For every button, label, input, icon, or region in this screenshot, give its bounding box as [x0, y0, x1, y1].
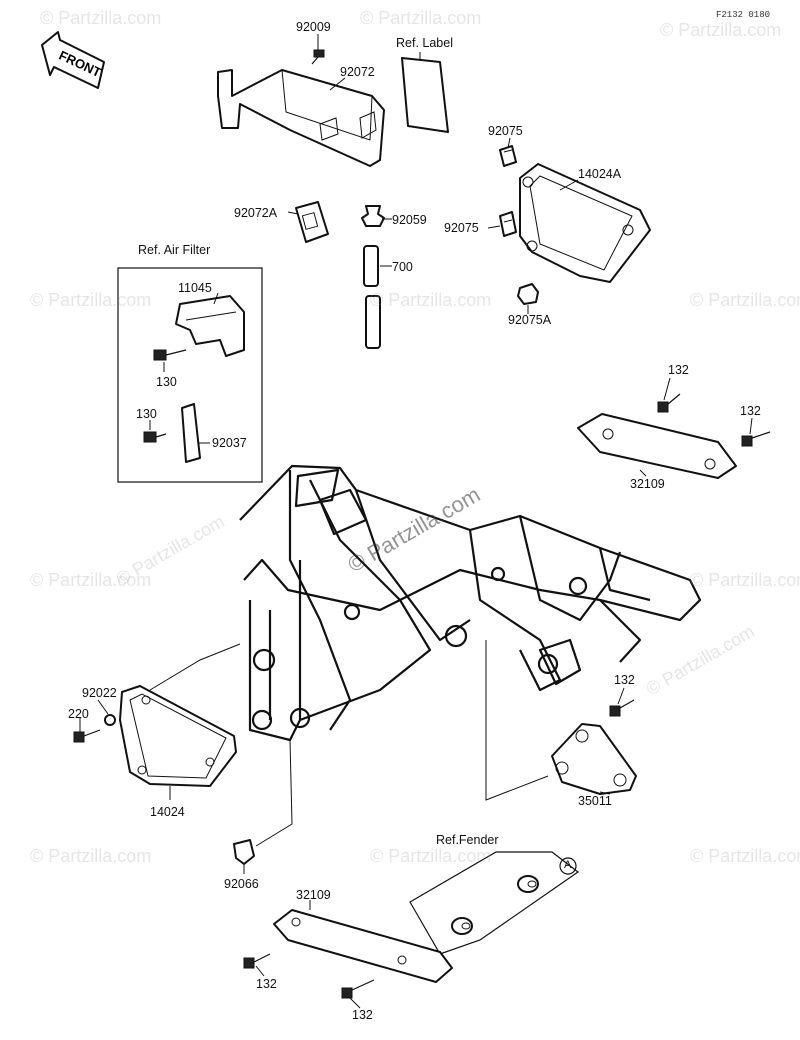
bolt-132-c	[609, 699, 635, 717]
ref-A-label: A	[564, 859, 572, 871]
part-label-220: 220	[68, 707, 89, 721]
side-cover-14024	[119, 685, 237, 787]
rubber-a	[517, 875, 539, 893]
bolt-132-e	[341, 979, 375, 999]
part-label-700: 700	[392, 260, 413, 274]
bolt-92009	[311, 49, 325, 65]
diagram-code: F2132 0180	[716, 10, 771, 20]
part-label-132-b: 132	[740, 404, 761, 418]
grommet-92075A	[517, 283, 539, 305]
front-arrow-icon: FRONT	[41, 31, 105, 89]
washer-92022	[104, 714, 116, 726]
part-label-32109-right: 32109	[630, 477, 665, 491]
ref-air-filter-label: Ref. Air Filter	[138, 243, 211, 257]
part-label-11045: 11045	[178, 281, 212, 295]
rubber-b	[451, 917, 473, 935]
bolt-132-d	[243, 953, 271, 969]
part-label-35011: 35011	[578, 794, 612, 808]
part-label-92075-mid: 92075	[444, 221, 479, 235]
part-label-130-a: 130	[156, 375, 177, 389]
part-label-132-d: 132	[256, 977, 277, 991]
clip-92075-mid	[499, 211, 517, 237]
ref-A-circle	[559, 857, 577, 875]
part-label-130-b: 130	[136, 407, 157, 421]
bracket-92072	[217, 69, 385, 167]
tube-700	[363, 245, 381, 349]
motorcycle-frame	[239, 464, 702, 742]
part-label-92075: 92075	[488, 124, 523, 138]
part-label-92009: 92009	[296, 20, 331, 34]
bolt-130-a	[153, 349, 187, 361]
air-filter-box	[117, 267, 263, 483]
bolt-130-b	[143, 431, 167, 443]
damper-92059	[361, 205, 385, 227]
part-label-14024: 14024	[150, 805, 185, 819]
part-label-132-e: 132	[352, 1008, 373, 1022]
label-leader-lines	[79, 34, 753, 1009]
trim-32109-right	[577, 413, 737, 479]
bolt-132-a	[657, 393, 681, 413]
part-label-92059: 92059	[392, 213, 427, 227]
part-label-92075A: 92075A	[508, 313, 552, 327]
clip-92075-top	[499, 145, 517, 167]
part-label-92066: 92066	[224, 877, 259, 891]
bracket-35011	[551, 723, 637, 795]
bolt-220	[73, 729, 101, 743]
strap-92037	[181, 403, 201, 463]
frame-leader-lines	[149, 640, 549, 847]
plate-92072A	[295, 201, 329, 243]
part-label-32109-bottom: 32109	[296, 888, 331, 902]
part-label-92072A: 92072A	[234, 206, 278, 220]
fender-box	[409, 851, 580, 955]
side-cover-14024A	[519, 163, 651, 283]
bolt-132-b	[741, 431, 771, 447]
ref-label-text: Ref. Label	[396, 36, 453, 50]
part-label-92022: 92022	[82, 686, 117, 700]
trim-32109-bottom	[273, 909, 453, 983]
part-label-92072: 92072	[340, 65, 375, 79]
part-label-132-a: 132	[668, 363, 689, 377]
part-label-132-c: 132	[614, 673, 635, 687]
ref-fender-label: Ref.Fender	[436, 833, 499, 847]
bracket-11045	[175, 295, 245, 357]
ref-label-card	[401, 57, 449, 133]
grommet-92066	[233, 839, 255, 865]
part-label-92037: 92037	[212, 436, 247, 450]
part-label-14024A: 14024A	[578, 167, 622, 181]
